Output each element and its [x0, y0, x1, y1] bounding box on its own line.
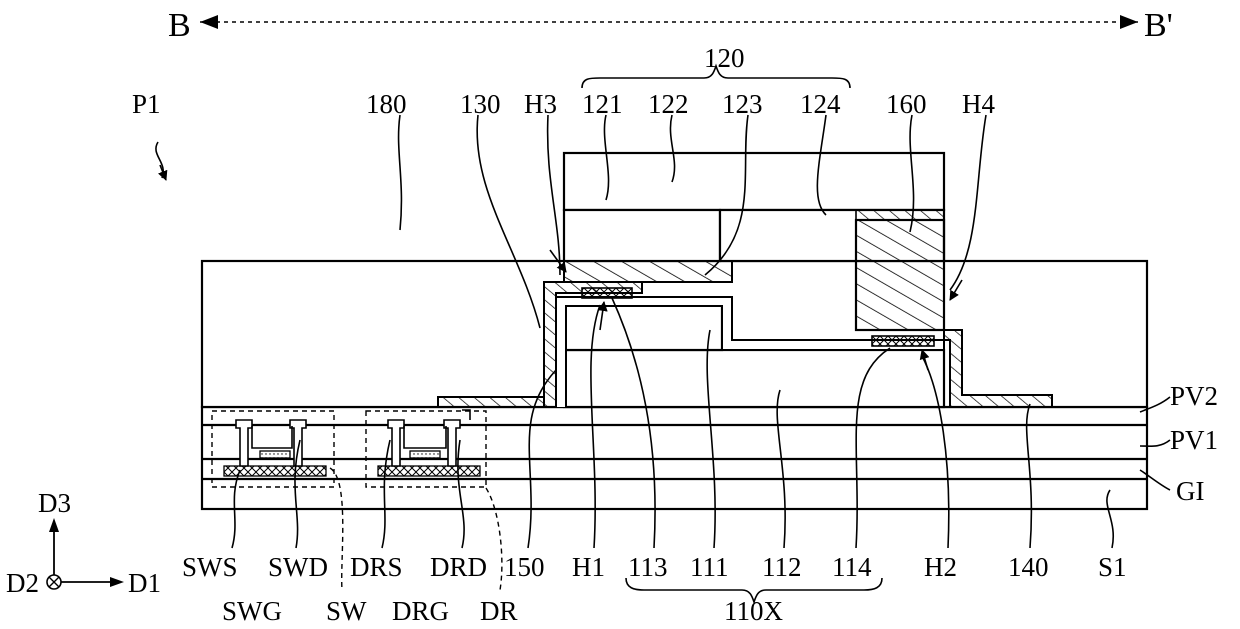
label-swg: SWG [222, 596, 282, 626]
label-drg: DRG [392, 596, 449, 626]
axis-label-d3: D3 [38, 488, 71, 518]
label-drs: DRS [350, 552, 403, 582]
label-110x: 110X [724, 596, 783, 626]
axis-label-d1: D1 [128, 568, 161, 598]
label-150: 150 [504, 552, 545, 582]
label-124: 124 [800, 89, 841, 119]
contact-114 [872, 336, 934, 346]
label-h4: H4 [962, 89, 995, 119]
layer-111 [564, 302, 722, 350]
layer-112 [564, 350, 944, 407]
label-swd: SWD [268, 552, 328, 582]
label-sws: SWS [182, 552, 238, 582]
label-h3: H3 [524, 89, 557, 119]
label-h1: H1 [572, 552, 605, 582]
label-s1: S1 [1098, 552, 1127, 582]
label-pv2: PV2 [1170, 381, 1218, 411]
label-121: 121 [582, 89, 623, 119]
pillar-160 [856, 220, 944, 330]
section-end-label: B' [1144, 7, 1173, 44]
label-gi: GI [1176, 476, 1205, 506]
label-113: 113 [628, 552, 668, 582]
label-180: 180 [366, 89, 407, 119]
label-p1: P1 [132, 89, 161, 119]
substrate-stack [202, 407, 1147, 509]
contact-113 [582, 288, 632, 298]
label-160: 160 [886, 89, 927, 119]
label-114: 114 [832, 552, 872, 582]
axes-indicator [47, 518, 124, 589]
label-120: 120 [704, 43, 745, 73]
label-dr: DR [480, 596, 518, 626]
label-140: 140 [1008, 552, 1049, 582]
label-drd: DRD [430, 552, 487, 582]
label-123: 123 [722, 89, 763, 119]
label-sw: SW [326, 596, 367, 626]
axis-label-d2: D2 [6, 568, 39, 598]
label-112: 112 [762, 552, 802, 582]
label-pv1: PV1 [1170, 425, 1218, 455]
label-h2: H2 [924, 552, 957, 582]
electrode-130-foot [438, 397, 544, 407]
section-start-label: B [168, 7, 191, 44]
label-111: 111 [690, 552, 729, 582]
label-122: 122 [648, 89, 689, 119]
label-130: 130 [460, 89, 501, 119]
section-line [200, 15, 1138, 29]
